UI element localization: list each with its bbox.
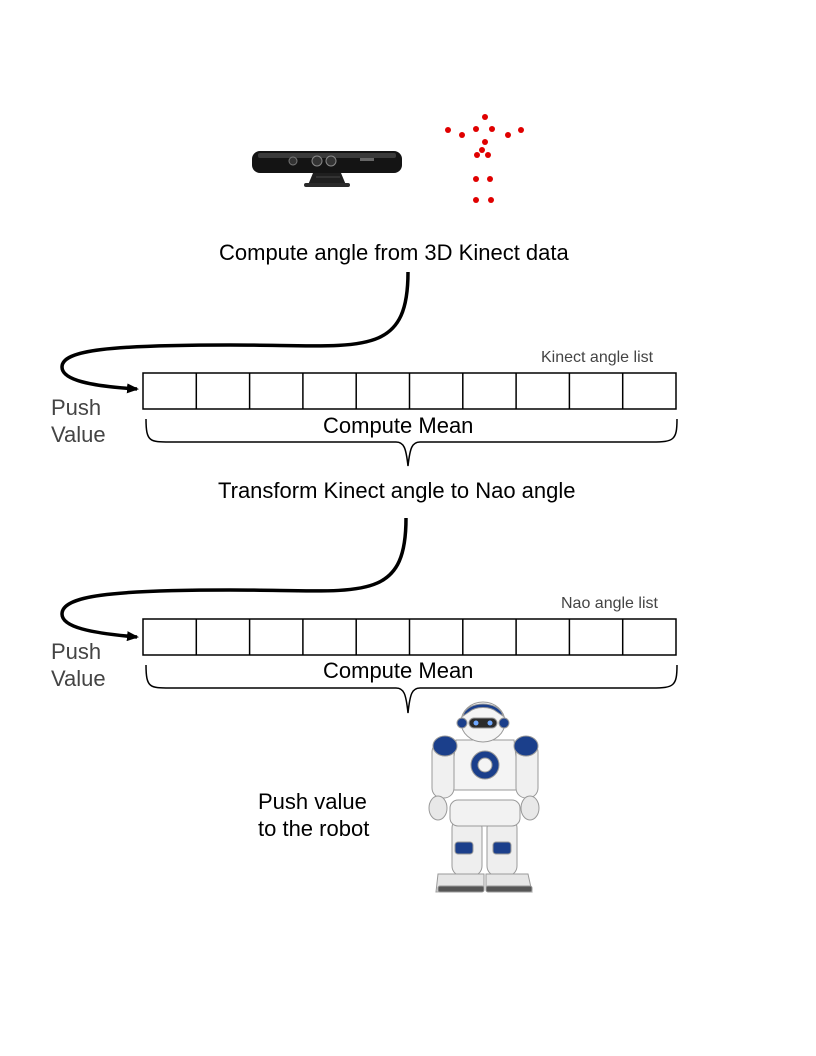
- robot-caption: Push value to the robot: [258, 788, 369, 842]
- nao-list-label: Nao angle list: [561, 595, 658, 612]
- compute-mean-nao: Compute Mean: [323, 658, 474, 683]
- push-line: Push: [51, 395, 102, 420]
- robot-caption-line1: Push value: [258, 789, 367, 814]
- push-value-label-nao: Push Value: [51, 638, 106, 692]
- push-arrow-kinect: [60, 271, 410, 394]
- value-line: Value: [51, 666, 106, 691]
- kinect-angle-list: [142, 372, 677, 410]
- push-arrow-nao: [60, 517, 408, 642]
- step-compute-angle: Compute angle from 3D Kinect data: [219, 240, 569, 265]
- brace-nao: [145, 664, 678, 714]
- kinect-list-label: Kinect angle list: [541, 349, 654, 366]
- compute-mean-kinect: Compute Mean: [323, 413, 474, 438]
- push-value-label-kinect: Push Value: [51, 394, 106, 448]
- push-line: Push: [51, 639, 102, 664]
- robot-caption-line2: to the robot: [258, 816, 370, 841]
- nao-angle-list: [142, 618, 677, 656]
- step-transform: Transform Kinect angle to Nao angle: [218, 478, 576, 503]
- brace-kinect: [145, 418, 678, 467]
- value-line: Value: [51, 422, 106, 447]
